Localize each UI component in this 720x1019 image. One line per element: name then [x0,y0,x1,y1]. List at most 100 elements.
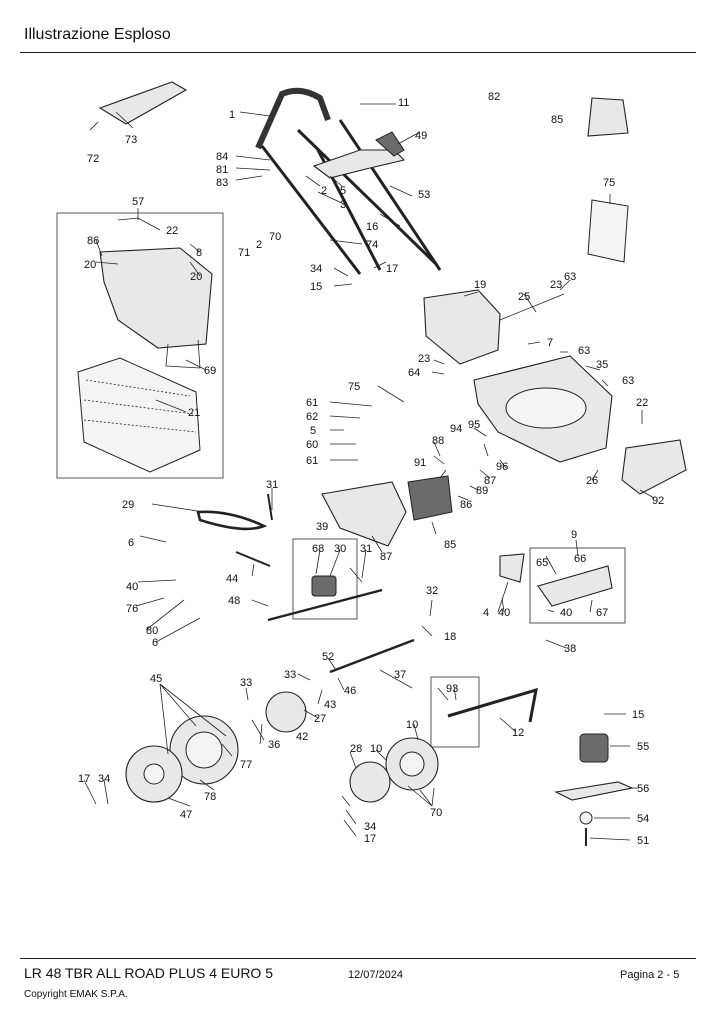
callout-3: 3 [340,199,346,211]
callout-34c: 34 [364,821,376,833]
cover-part-81 [587,97,629,137]
handle-part [255,87,331,150]
callout-24: 25 [518,291,530,303]
callout-91: 92 [652,495,664,507]
callout-40b: 40 [560,607,572,619]
springs [235,493,273,567]
callout-2b: 2 [256,239,262,251]
mulching-plug-part [407,475,453,521]
callout-86: 87 [484,475,496,487]
callout-52: 53 [418,189,430,201]
rear-wheel-cap-center [143,763,165,785]
callout-67: 70 [269,231,281,243]
callout-64: 68 [312,543,324,555]
callout-25: 26 [586,475,598,487]
callout-56: 57 [132,196,144,208]
lever-part-49 [375,131,405,157]
grass-bag-part [77,357,201,473]
callout-63a: 65 [536,557,548,569]
callout-40a: 40 [498,607,510,619]
callout-75b: 78 [204,791,216,803]
callout-48: 48 [228,595,240,607]
callout-5c: 6 [152,637,158,649]
callout-4: 4 [483,607,489,619]
callout-37: 37 [394,669,406,681]
callout-9: 9 [571,529,577,541]
brake-lever-part [447,687,538,723]
grass-bag-group-box [56,212,224,479]
blade-brake-group-box [430,676,480,748]
callout-60: 62 [306,411,318,423]
callout-28: 29 [122,499,134,511]
callout-93: 94 [450,423,462,435]
document-date: 12/07/2024 [348,969,404,981]
deflector-part-63 [537,565,613,607]
washer-53 [579,811,593,825]
callout-44: 44 [226,573,238,585]
callout-61b: 63 [622,375,634,387]
gearbox-part [311,575,337,597]
callout-62a: 63 [564,271,576,283]
callout-5b: 5 [310,425,316,437]
callout-76: 80 [146,625,158,637]
callout-34b: 34 [98,773,110,785]
callout-66: 70 [430,807,442,819]
deflector-group-box [529,547,626,624]
front-axle-part [329,638,415,674]
callout-51: 52 [322,651,334,663]
callout-32b: 33 [240,677,252,689]
callout-8: 8 [196,247,202,259]
callout-79: 83 [216,177,228,189]
callout-21: 21 [188,407,200,419]
rear-wheel-hub [185,731,223,769]
callout-11: 11 [398,97,409,109]
callout-92: 93 [446,683,458,695]
callout-49: 49 [415,130,427,142]
header-rule [20,52,696,53]
front-bumper-part [621,439,687,495]
blade-part [554,781,634,801]
callout-29: 30 [334,543,346,555]
handle-bars [260,119,442,275]
footer-rule [20,958,696,959]
callout-69: 72 [87,153,99,165]
callout-88: 89 [476,485,488,497]
callout-77: 81 [216,164,228,176]
callout-26: 27 [314,713,326,725]
callout-73: 75 [348,381,360,393]
callout-22b: 22 [636,397,648,409]
callout-65: 69 [204,365,216,377]
callout-27: 28 [350,743,362,755]
label-sheet-72 [587,199,629,263]
cable-24 [499,293,565,321]
callout-34a: 34 [310,263,322,275]
bag-bracket-65 [165,339,201,369]
handle-cover-part [98,81,188,125]
engine-cover-part [423,289,501,365]
page-title: Illustrazione Esploso [24,26,171,43]
callout-82: 85 [444,539,456,551]
callout-13: 15 [310,281,322,293]
axle-part [267,588,383,622]
callout-33: 33 [284,669,296,681]
callout-80: 84 [216,151,228,163]
model-name: LR 48 TBR ALL ROAD PLUS 4 EURO 5 [24,965,273,981]
callout-78: 82 [488,91,500,103]
callout-18: 18 [444,631,456,643]
callout-45: 45 [150,673,162,685]
callout-2a: 2 [321,185,327,197]
callout-61a: 63 [578,345,590,357]
callout-22a: 22 [166,225,178,237]
callout-94: 95 [468,419,480,431]
callout-85: 87 [380,551,392,563]
callout-58: 61 [306,455,318,467]
callout-83: 86 [460,499,472,511]
callout-62b: 64 [408,367,420,379]
front-wheel-hub [399,751,425,777]
leader-lines [83,103,655,841]
callout-30: 31 [360,543,372,555]
callout-10a: 10 [406,719,418,731]
callout-20a: 20 [84,259,96,271]
deck-opening [505,387,587,429]
